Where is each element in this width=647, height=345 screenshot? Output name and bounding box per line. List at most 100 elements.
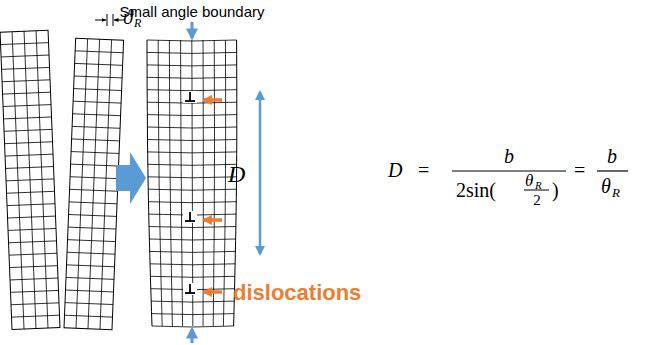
lattice-line [147, 90, 237, 91]
lattice-line [65, 303, 113, 305]
lattice-line [149, 239, 235, 240]
lattice-line [66, 290, 114, 292]
lattice-line [68, 227, 116, 229]
lattice-line [76, 39, 88, 329]
formula-symbol: b [607, 146, 617, 166]
dislocation-arrow [204, 290, 222, 294]
lattice-line [70, 189, 118, 191]
formula-symbol: D [388, 160, 402, 180]
lattice-line [88, 39, 100, 329]
lattice-line [147, 115, 237, 116]
lattice-line [9, 253, 57, 255]
lattice-line [148, 189, 236, 190]
formula-operator: = [418, 160, 429, 180]
crystal-grain [64, 38, 124, 329]
formula-text: 2sin( [456, 180, 496, 200]
lattice-line [181, 40, 183, 326]
lattice-line [5, 142, 53, 144]
lattice-line [73, 114, 121, 116]
lattice-line [72, 126, 120, 128]
lattice-line [152, 326, 234, 327]
dislocation-label: dislocations [233, 282, 361, 304]
lattice-line [67, 252, 115, 254]
lattice-line [75, 51, 123, 53]
lattice-line [147, 52, 237, 53]
formula-symbol: θ [601, 176, 611, 196]
lattice-line [147, 127, 236, 128]
lattice-line [2, 67, 50, 69]
lattice-line [147, 40, 152, 326]
subscript: R [134, 17, 141, 29]
lattice-line [1, 55, 49, 57]
dislocation-arrow [204, 218, 222, 222]
lattice-line [10, 266, 58, 268]
lattice-line [7, 191, 55, 193]
lattice-line [3, 105, 51, 107]
boundary-arrow [191, 329, 194, 343]
lattice-line [203, 40, 204, 326]
lattice-line [69, 202, 117, 204]
lattice-line [2, 80, 50, 82]
lattice-line [8, 228, 56, 230]
lattice-line [74, 76, 122, 78]
dislocation-arrow [204, 98, 222, 102]
lattice-line [9, 241, 57, 243]
lattice-line [150, 264, 235, 265]
lattice-line [150, 276, 234, 277]
formula-operator: = [574, 160, 585, 180]
lattice-line [4, 117, 52, 119]
angle-tick [107, 14, 108, 26]
spacing-arrow [259, 92, 262, 254]
lattice-line [147, 65, 237, 66]
spacing-label: D [228, 162, 245, 186]
angle-arrow [95, 20, 106, 21]
formula-text: ) [552, 180, 559, 200]
symbol-ground [183, 211, 197, 223]
lattice-line [4, 129, 52, 131]
lattice-line [147, 40, 237, 41]
angle-symbol: ϑ [123, 7, 133, 27]
lattice-line [11, 303, 59, 305]
symbol-ground [183, 283, 197, 295]
lattice-line [148, 177, 237, 178]
lattice-line [10, 278, 58, 280]
fraction-bar [452, 170, 566, 171]
grain-outline [0, 30, 60, 329]
lattice-line [1, 43, 49, 45]
boundary-arrow [191, 22, 194, 38]
crystal-grain [0, 30, 60, 329]
fraction-bar [597, 170, 628, 171]
formula-symbol: b [504, 146, 514, 166]
dislocation-symbol [189, 284, 191, 293]
lattice-line [68, 240, 116, 242]
lattice-line [152, 314, 234, 315]
lattice-line [151, 301, 234, 302]
lattice-line [8, 216, 56, 218]
lattice-line [69, 214, 117, 216]
lattice-line [5, 154, 53, 156]
lattice-line [71, 164, 119, 166]
subscript: R [612, 186, 620, 199]
lattice-line [11, 290, 59, 292]
subscript: R [535, 180, 542, 191]
lattice-line [65, 315, 113, 317]
lattice-line [148, 164, 237, 165]
lattice-line [158, 40, 162, 326]
lattice-line [148, 140, 237, 141]
lattice-line [70, 177, 118, 179]
lattice-line [3, 92, 51, 94]
lattice-line [213, 40, 214, 326]
lattice-line [149, 202, 237, 203]
merged-lattice [147, 40, 237, 327]
lattice-line [67, 265, 115, 267]
lattice-line [74, 89, 122, 91]
grain-outline [64, 38, 124, 329]
symbol-ground [183, 91, 197, 103]
formula-symbol: θ [525, 172, 533, 189]
lattice-line [169, 40, 172, 326]
lattice-line [7, 204, 55, 206]
lattice-line [12, 315, 60, 317]
lattice-line [6, 179, 54, 181]
lattice-line [66, 277, 114, 279]
